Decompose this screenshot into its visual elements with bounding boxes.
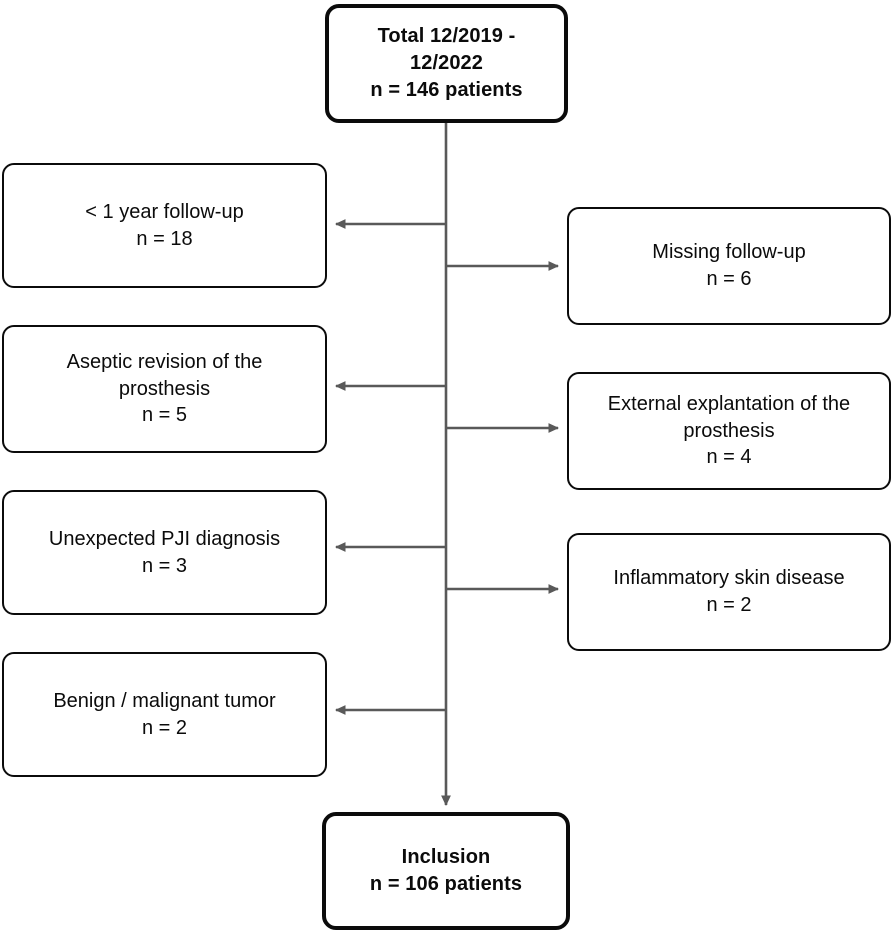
node-total-cohort-line-2: 12/2022 bbox=[410, 52, 483, 75]
node-final-inclusion-line-1: Inclusion bbox=[401, 846, 491, 869]
node-exclusion-inflammatory-skin-disease-line-1: Inflammatory skin disease bbox=[613, 567, 845, 590]
node-exclusion-external-explantation-line-3: n = 4 bbox=[706, 446, 752, 469]
node-exclusion-missing-followup-line-2: n = 6 bbox=[706, 268, 752, 290]
node-exclusion-unexpected-pji-line-1: Unexpected PJI diagnosis bbox=[48, 527, 281, 550]
node-exclusion-external-explantation-line-2: prosthesis bbox=[683, 419, 775, 442]
node-exclusion-unexpected-pji-line-2: n = 3 bbox=[141, 554, 188, 577]
node-exclusion-tumor-line-2: n = 2 bbox=[141, 716, 188, 739]
node-exclusion-aseptic-revision-line-2: prosthesis bbox=[118, 377, 211, 400]
node-total-cohort-line-1: Total 12/2019 - bbox=[377, 25, 516, 48]
node-exclusion-aseptic-revision: Aseptic revision of the prosthesis n = 5 bbox=[2, 325, 327, 453]
node-exclusion-external-explantation-line-1: External explantation of the bbox=[607, 392, 851, 415]
node-exclusion-external-explantation: External explantation of the prosthesis … bbox=[567, 372, 891, 490]
node-exclusion-aseptic-revision-line-3: n = 5 bbox=[141, 404, 188, 427]
node-exclusion-inflammatory-skin-disease-line-2: n = 2 bbox=[706, 594, 752, 616]
node-final-inclusion-line-2: n = 106 patients bbox=[369, 873, 523, 895]
node-total-cohort-line-3: n = 146 patients bbox=[370, 78, 523, 101]
node-exclusion-inflammatory-skin-disease: Inflammatory skin disease n = 2 bbox=[567, 533, 891, 651]
node-exclusion-unexpected-pji: Unexpected PJI diagnosis n = 3 bbox=[2, 490, 327, 615]
node-exclusion-short-followup-line-1: < 1 year follow-up bbox=[85, 200, 244, 223]
node-exclusion-missing-followup-line-1: Missing follow-up bbox=[652, 241, 806, 264]
node-exclusion-missing-followup: Missing follow-up n = 6 bbox=[567, 207, 891, 325]
node-total-cohort: Total 12/2019 - 12/2022 n = 146 patients bbox=[325, 4, 568, 123]
node-exclusion-short-followup-line-2: n = 18 bbox=[136, 227, 193, 250]
node-exclusion-short-followup: < 1 year follow-up n = 18 bbox=[2, 163, 327, 288]
node-exclusion-aseptic-revision-line-1: Aseptic revision of the bbox=[66, 350, 263, 373]
node-exclusion-tumor: Benign / malignant tumor n = 2 bbox=[2, 652, 327, 777]
node-final-inclusion: Inclusion n = 106 patients bbox=[322, 812, 570, 930]
node-exclusion-tumor-line-1: Benign / malignant tumor bbox=[53, 689, 276, 712]
